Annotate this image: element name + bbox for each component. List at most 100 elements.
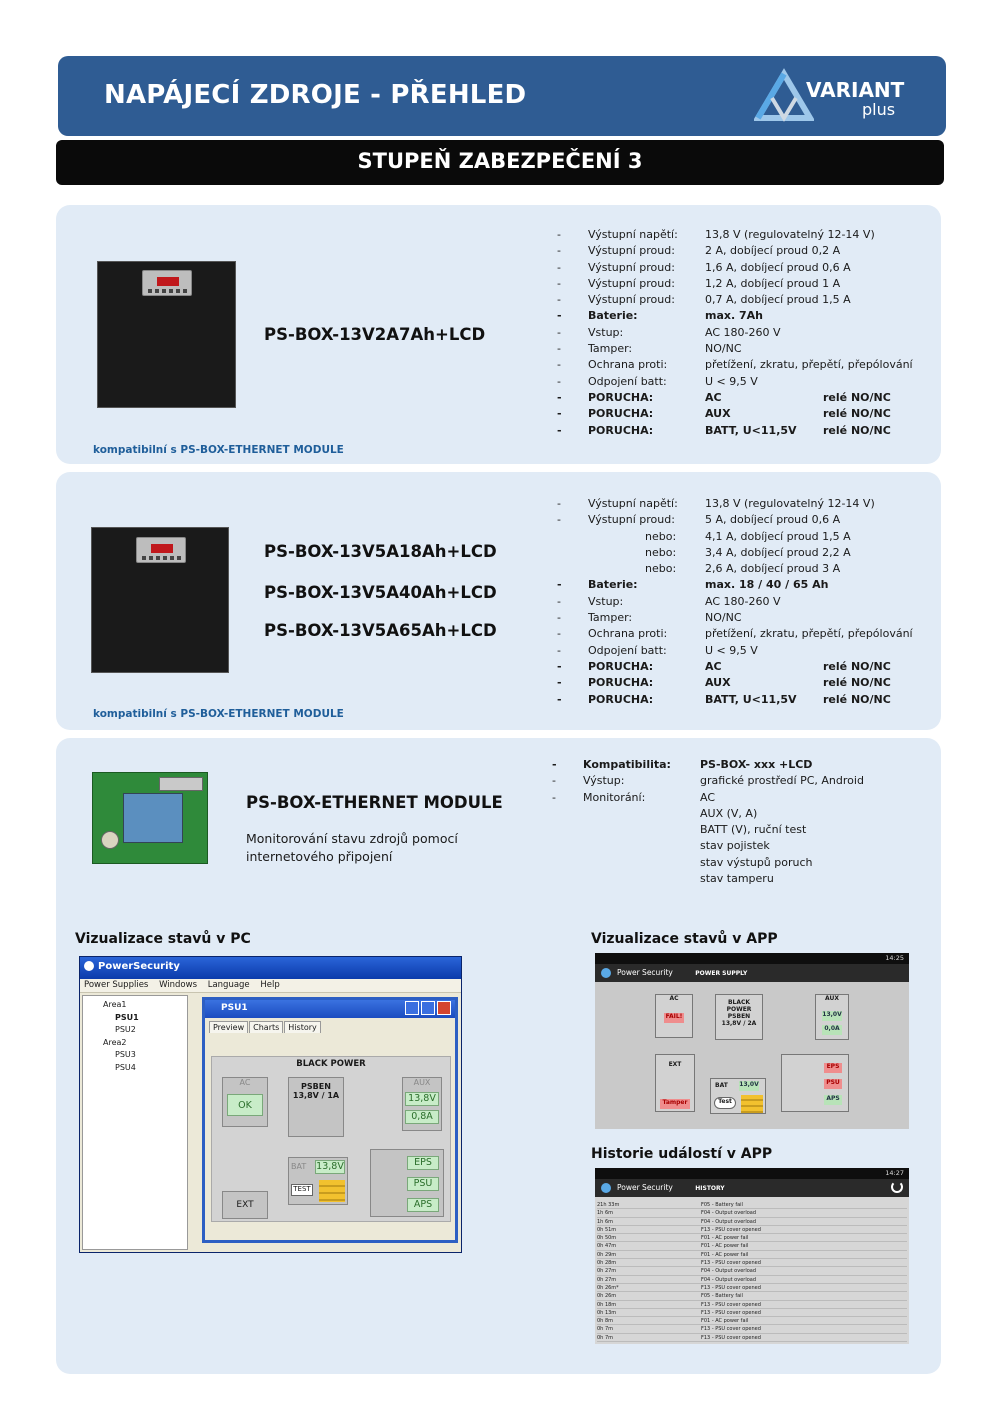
tree-item-psu3[interactable]: PSU3 [115, 1050, 136, 1059]
history-event: F01 - AC power fail [701, 1251, 749, 1258]
history-row[interactable]: 0h 13m F13 - PSU cover opened [597, 1309, 907, 1318]
psben-spec: 13,8V / 1A [292, 1091, 340, 1100]
tab-charts[interactable]: Charts [249, 1021, 284, 1033]
history-event: F04 - Output overload [701, 1210, 757, 1217]
spec-value: BATT, U<11,5V [705, 692, 797, 706]
spec-label: Odpojení batt: [588, 643, 667, 657]
refresh-icon[interactable] [891, 1181, 903, 1193]
app-outputs-box: EPS PSU APS [781, 1054, 849, 1112]
history-event: F13 - PSU cover opened [701, 1284, 761, 1291]
app-psu-box: BLACK POWER PSBEN 13,8V / 2A [715, 994, 763, 1040]
spec-value: AUX [705, 676, 731, 690]
close-icon[interactable] [437, 1001, 451, 1015]
maximize-icon[interactable] [421, 1001, 435, 1015]
pc-window-titlebar: PowerSecurity [80, 957, 461, 979]
tree-item-area2[interactable]: Area2 [103, 1037, 127, 1047]
bat-box: BAT 13,8V TEST [288, 1157, 348, 1205]
spec-label: Kompatibilita: [583, 758, 671, 771]
battery-icon [319, 1180, 345, 1202]
history-row[interactable]: 0h 47m F01 - AC power fail [597, 1242, 907, 1251]
tree-item-psu2[interactable]: PSU2 [115, 1025, 136, 1034]
spec-extra: relé NO/NC [823, 423, 891, 437]
history-screen-name[interactable]: HISTORY [695, 1185, 725, 1192]
history-row[interactable]: 1h 6m F04 - Output overload [597, 1209, 907, 1218]
battery-test-button[interactable]: TEST [291, 1184, 313, 1196]
pc-visualization-heading: Vizualizace stavů v PC [75, 931, 251, 947]
tree-item-area1[interactable]: Area1 [103, 1000, 127, 1009]
minimize-icon[interactable] [405, 1001, 419, 1015]
spec-value: AC 180-260 V [705, 325, 781, 339]
history-time: 1h 6m [597, 1210, 613, 1217]
product-card-1: PS-BOX-13V2A7Ah+LCD kompatibilní s PS-BO… [56, 205, 941, 464]
spec-label: PORUCHA: [588, 676, 654, 690]
spec-row: -Výstupní napětí:13,8 V (regulovatelný 1… [557, 496, 917, 512]
menu-windows[interactable]: Windows [159, 980, 198, 990]
aux-current: 0,8A [405, 1110, 439, 1124]
pc-window-title: PowerSecurity [98, 961, 180, 972]
menu-power-supplies[interactable]: Power Supplies [84, 980, 149, 990]
history-event: F01 - AC power fail [701, 1243, 749, 1250]
aux-label: AUX [413, 1078, 431, 1087]
spec-value: 13,8 V (regulovatelný 12-14 V) [705, 497, 875, 510]
spec-row: -Odpojení batt:U < 9,5 V [557, 374, 917, 390]
spec-label: Výstup: [583, 774, 625, 788]
app-test-button[interactable]: Test [714, 1097, 736, 1109]
pc-app-window: PowerSecurity Power Supplies Windows Lan… [79, 956, 462, 1253]
spec-label: PORUCHA: [588, 659, 654, 673]
menu-help[interactable]: Help [260, 980, 280, 990]
history-event: F13 - PSU cover opened [701, 1226, 761, 1233]
spec-value: 0,7 A, dobíjecí proud 1,5 A [705, 293, 851, 307]
tab-preview[interactable]: Preview [209, 1021, 249, 1033]
spec-value: AC 180-260 V [705, 594, 781, 608]
spec-row: stav pojistek [552, 838, 892, 854]
app-icon [601, 968, 611, 978]
spec-label: Výstupní proud: [588, 260, 675, 274]
compat-note: kompatibilní s PS-BOX-ETHERNET MODULE [93, 708, 344, 720]
diagram-heading: BLACK POWER [296, 1059, 366, 1069]
spec-label: Ochrana proti: [588, 627, 668, 641]
pc-menu-bar: Power Supplies Windows Language Help [80, 979, 461, 993]
history-time: 0h 13m [597, 1309, 617, 1316]
spec-extra: relé NO/NC [823, 676, 891, 690]
psu1-title: PSU1 [221, 1003, 248, 1013]
tree-item-psu4[interactable]: PSU4 [115, 1062, 136, 1072]
spec-label: Výstupní napětí: [588, 497, 678, 510]
spec-label: Vstup: [588, 325, 624, 339]
tab-history[interactable]: History [284, 1021, 321, 1033]
spec-label: nebo: [645, 545, 677, 559]
tree-item-psu1[interactable]: PSU1 [115, 1012, 139, 1022]
app-aps-status: APS [824, 1095, 842, 1105]
variant-plus-logo: VARIANT plus [754, 68, 924, 124]
history-time: 0h 47m [597, 1243, 617, 1250]
spec-label: PORUCHA: [588, 692, 654, 706]
spec-extra: relé NO/NC [823, 390, 891, 404]
history-event: F13 - PSU cover opened [701, 1309, 761, 1316]
history-event: F13 - PSU cover opened [701, 1334, 761, 1341]
history-time: 0h 28m [597, 1260, 617, 1267]
psu-tree: Area1 PSU1 PSU2 Area2 PSU3 PSU4 [82, 995, 188, 1250]
logo-triangle-icon [754, 68, 814, 122]
app-actionbar: Power Security POWER SUPPLY [595, 964, 909, 982]
history-event: F05 - Battery fail [701, 1293, 743, 1300]
app-screen-name[interactable]: POWER SUPPLY [695, 970, 748, 977]
menu-language[interactable]: Language [207, 980, 250, 990]
spec-value: 13,8 V (regulovatelný 12-14 V) [705, 228, 875, 241]
app-visualization-heading: Vizualizace stavů v APP [591, 931, 778, 947]
history-row[interactable]: 0h 26m*F13 - PSU cover opened [597, 1284, 907, 1293]
